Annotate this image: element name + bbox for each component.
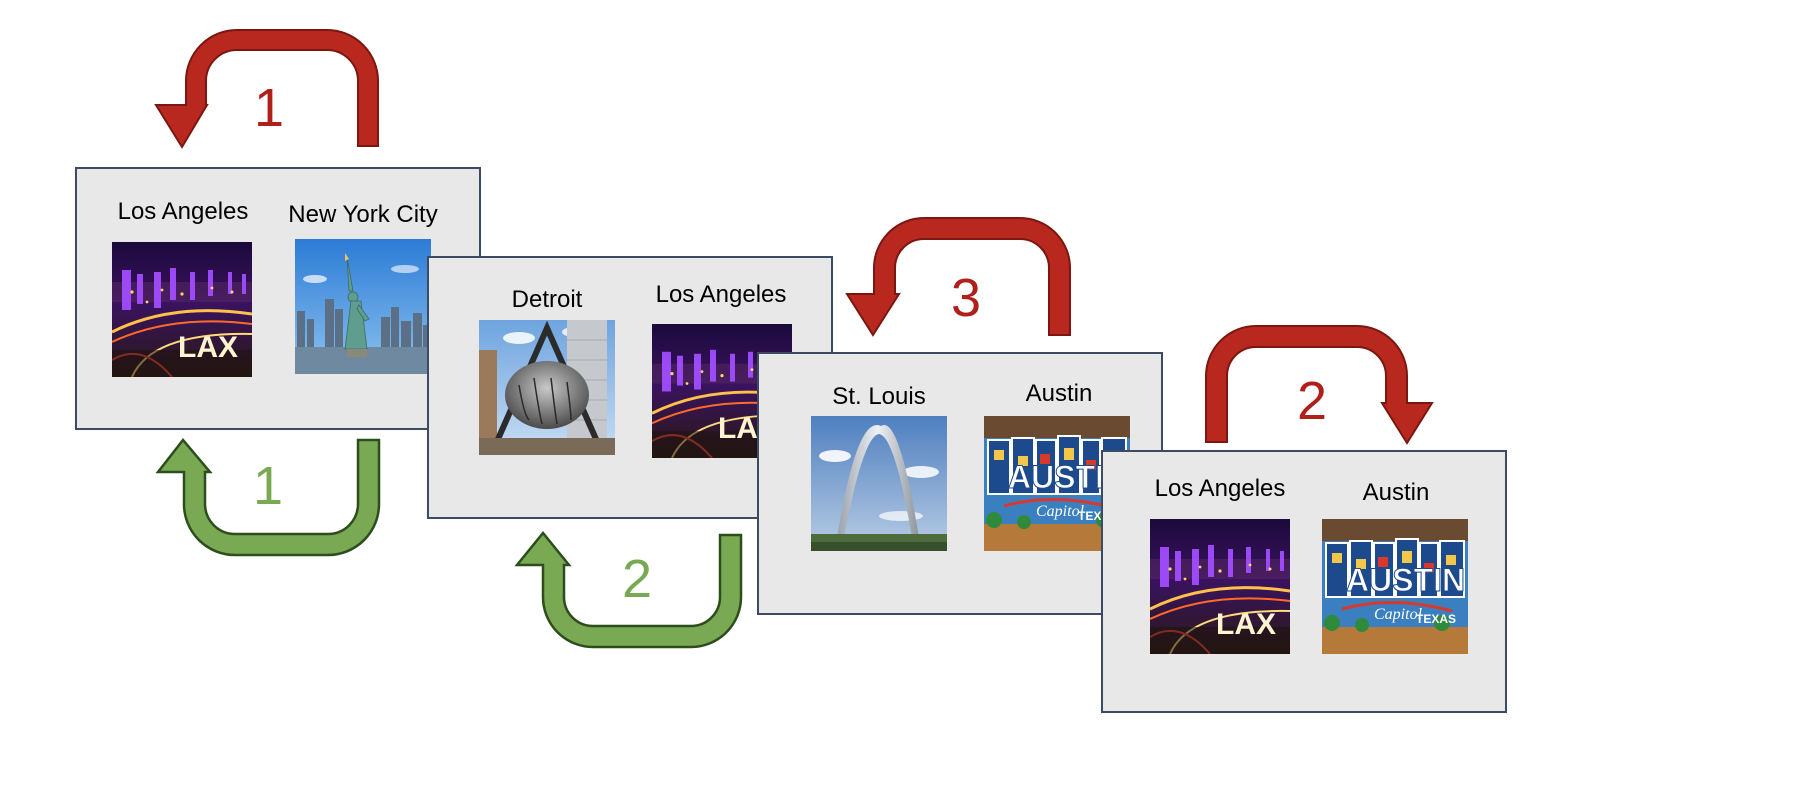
statue-of-liberty-photo xyxy=(295,239,431,374)
green-arrow-2-number: 2 xyxy=(621,549,653,609)
panel-4-right-label: Austin xyxy=(1362,479,1430,506)
green-arrow-1 xyxy=(155,438,381,557)
red-arrow-3 xyxy=(845,217,1071,337)
red-arrow-1-number: 1 xyxy=(253,78,285,138)
green-arrow-2 xyxy=(514,531,743,649)
red-arrow-1 xyxy=(154,29,379,149)
lax-sign-photo: LAX xyxy=(1150,519,1290,654)
red-arrow-2-number: 2 xyxy=(1296,371,1328,431)
panel-3-left-label: St. Louis xyxy=(832,383,926,410)
green-arrow-1-number: 1 xyxy=(252,456,284,516)
red-arrow-3-number: 3 xyxy=(950,268,982,328)
panel-4-left-label: Los Angeles xyxy=(1154,475,1286,502)
panel-1-left-label: Los Angeles xyxy=(117,198,249,225)
panel-2-right-label: Los Angeles xyxy=(655,281,787,308)
panel-1-right-label: New York City xyxy=(288,201,438,228)
austin-capitol-text: Capitol xyxy=(1374,606,1423,623)
austin-mural-text: AUSTIN xyxy=(1346,562,1465,598)
cache-panel-1: Los Angeles New York City LAX xyxy=(75,167,481,430)
austin-texas-text: TEXAS xyxy=(1416,612,1456,626)
joe-louis-fist-photo xyxy=(479,320,615,455)
gateway-arch-photo xyxy=(811,416,947,551)
austin-capitol-text: Capitol xyxy=(1036,503,1085,520)
lax-sign-text: LAX xyxy=(178,331,238,364)
panel-2-left-label: Detroit xyxy=(511,286,583,313)
lax-sign-text: LAX xyxy=(1216,608,1276,641)
lax-sign-photo: LAX xyxy=(112,242,252,377)
panel-3-right-label: Austin xyxy=(1025,380,1093,407)
red-arrow-2 xyxy=(1205,325,1434,445)
